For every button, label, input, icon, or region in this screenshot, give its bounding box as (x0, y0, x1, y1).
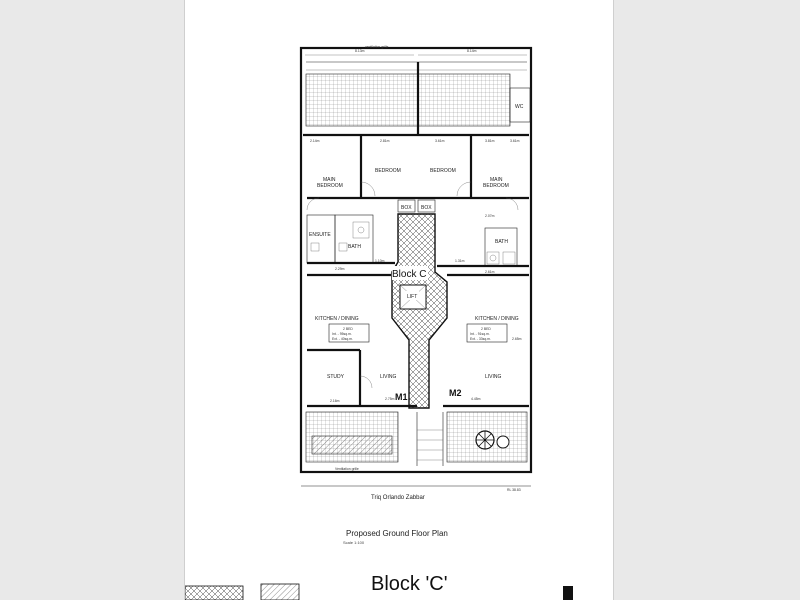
common-corridor (391, 213, 448, 409)
plant-icon (475, 430, 510, 450)
plan-scale: Scale 1:100 (343, 540, 365, 545)
box-left (397, 199, 416, 213)
svg-text:3.81m: 3.81m (485, 139, 495, 143)
terrace-top-right (417, 73, 511, 127)
wc-room (509, 87, 531, 123)
ventilation-top: ventilation grille (365, 45, 388, 49)
block-c-label: Block C (392, 269, 426, 280)
living-left: LIVING (380, 374, 397, 380)
drawing-sheet: 8.13m ventilation grille 8.14m WC 2.14m … (184, 0, 614, 600)
wc-label: WC (515, 104, 524, 110)
svg-text:3.61m: 3.61m (510, 139, 520, 143)
svg-text:2.65m: 2.65m (512, 337, 522, 341)
living-right: LIVING (485, 374, 502, 380)
kitchen-right: KITCHEN / DINING (475, 316, 519, 322)
corner-stamp (563, 586, 573, 600)
svg-text:2.16m: 2.16m (330, 399, 340, 403)
svg-text:2.75m: 2.75m (385, 397, 395, 401)
main-bedroom-right-line1: MAIN (490, 177, 503, 183)
svg-text:ENSUITE: ENSUITE (309, 232, 331, 238)
svg-text:BOX: BOX (401, 205, 412, 211)
svg-text:Int. - 95sq.m.: Int. - 95sq.m. (332, 332, 352, 336)
svg-text:2.29m: 2.29m (335, 267, 345, 271)
svg-text:2 BED: 2 BED (343, 327, 353, 331)
bedroom-right: BEDROOM (430, 168, 456, 174)
svg-text:2.14m: 2.14m (310, 139, 320, 143)
dim-top-left: 8.13m (355, 49, 365, 53)
street-name: Triq Orlando Zabbar (371, 495, 425, 501)
bath-left-room (334, 214, 374, 264)
svg-text:BATH: BATH (495, 239, 508, 245)
svg-text:3.61m: 3.61m (435, 139, 445, 143)
svg-text:Int. - 91sq.m.: Int. - 91sq.m. (470, 332, 490, 336)
kitchen-left: KITCHEN / DINING (315, 316, 359, 322)
main-bedroom-right-line2: BEDROOM (483, 183, 509, 189)
box-right (417, 199, 436, 213)
outer-wall (299, 46, 533, 474)
rl-level: RL 38.83 (507, 488, 521, 492)
terrace-top-left (305, 73, 419, 127)
bedroom-left: BEDROOM (375, 168, 401, 174)
main-bedroom-left-line2: BEDROOM (317, 183, 343, 189)
svg-text:Ext. - 33sq.m.: Ext. - 33sq.m. (470, 337, 491, 341)
fragment-hatch-mid (260, 583, 300, 600)
ventilation-bottom: Ventilation grille (335, 467, 359, 471)
study-label: STUDY (327, 374, 345, 380)
entrance-steps (416, 412, 444, 466)
ensuite-room (306, 214, 336, 264)
plan-title: Proposed Ground Floor Plan (346, 529, 448, 538)
lift-label: LIFT (407, 294, 417, 300)
dim-top-right: 8.14m (467, 49, 477, 53)
svg-text:1.10m: 1.10m (375, 259, 385, 263)
svg-text:BATH: BATH (348, 244, 361, 250)
svg-text:2.81m: 2.81m (380, 139, 390, 143)
svg-text:Ext. - 40sq.m.: Ext. - 40sq.m. (332, 337, 353, 341)
unit-m2: M2 (449, 388, 462, 398)
svg-text:2 BED: 2 BED (481, 327, 491, 331)
unit-info-left (328, 323, 370, 343)
svg-text:2.61m: 2.61m (485, 270, 495, 274)
fragment-hatch-left (185, 585, 244, 600)
floor-plan-drawing: 8.13m ventilation grille 8.14m WC 2.14m … (185, 45, 573, 600)
svg-text:BOX: BOX (421, 205, 432, 211)
svg-text:4.45m: 4.45m (471, 397, 481, 401)
unit-m1: M1 (395, 392, 408, 402)
bath-right-room (484, 227, 518, 267)
svg-text:2.07m: 2.07m (485, 214, 495, 218)
main-bedroom-left-line1: MAIN (323, 177, 336, 183)
unit-info-right (466, 323, 508, 343)
svg-text:1.31m: 1.31m (455, 259, 465, 263)
block-title: Block 'C' (371, 573, 448, 595)
